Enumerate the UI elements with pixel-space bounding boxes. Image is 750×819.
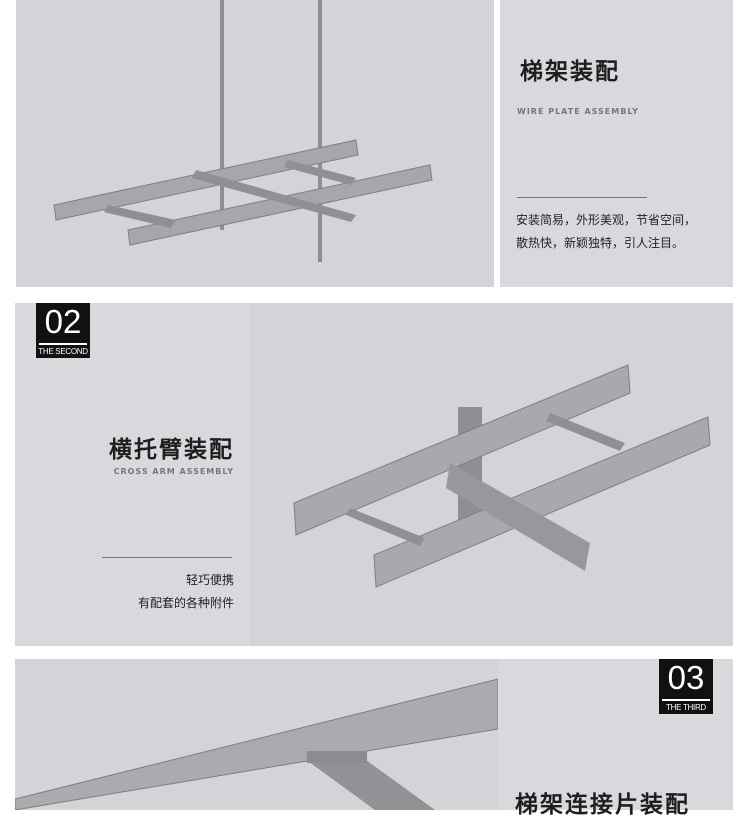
connector-plate-assembly-image bbox=[15, 659, 498, 810]
section-desc: 轻巧便携 有配套的各种附件 bbox=[138, 569, 234, 615]
connector-plate-text-panel: 03 THE THIRD 梯架连接片装配 bbox=[498, 659, 733, 818]
section-title: 横托臂装配 bbox=[109, 437, 234, 463]
badge-label: THE THIRD bbox=[666, 703, 706, 712]
divider bbox=[102, 557, 232, 558]
section-subtitle: WIRE PLATE ASSEMBLY bbox=[517, 107, 639, 116]
divider bbox=[517, 197, 647, 198]
wire-plate-assembly-image bbox=[16, 0, 494, 287]
section-title: 梯架装配 bbox=[520, 59, 620, 85]
section-badge: 02 THE SECOND bbox=[36, 303, 90, 358]
badge-rule bbox=[39, 343, 87, 345]
cross-arm-text-panel: 02 THE SECOND 横托臂装配 CROSS ARM ASSEMBLY 轻… bbox=[15, 303, 250, 646]
wire-plate-text-panel: 梯架装配 WIRE PLATE ASSEMBLY 安装简易，外形美观，节省空间，… bbox=[500, 0, 733, 287]
desc-line: 有配套的各种附件 bbox=[137, 596, 234, 610]
section-subtitle: CROSS ARM ASSEMBLY bbox=[113, 467, 234, 476]
badge-label: THE SECOND bbox=[38, 347, 88, 356]
section-title: 梯架连接片装配 bbox=[515, 792, 690, 818]
cross-arm-assembly-image bbox=[250, 303, 733, 646]
badge-number: 03 bbox=[667, 659, 705, 696]
desc-line: 散热快，新颖独特，引人注目。 bbox=[516, 236, 685, 250]
section-badge: 03 THE THIRD bbox=[659, 659, 713, 714]
desc-line: 轻巧便携 bbox=[185, 573, 234, 587]
desc-line: 安装简易，外形美观，节省空间， bbox=[516, 213, 697, 227]
section-desc: 安装简易，外形美观，节省空间， 散热快，新颖独特，引人注目。 bbox=[516, 209, 696, 255]
badge-number: 02 bbox=[44, 303, 82, 340]
badge-rule bbox=[662, 699, 710, 701]
